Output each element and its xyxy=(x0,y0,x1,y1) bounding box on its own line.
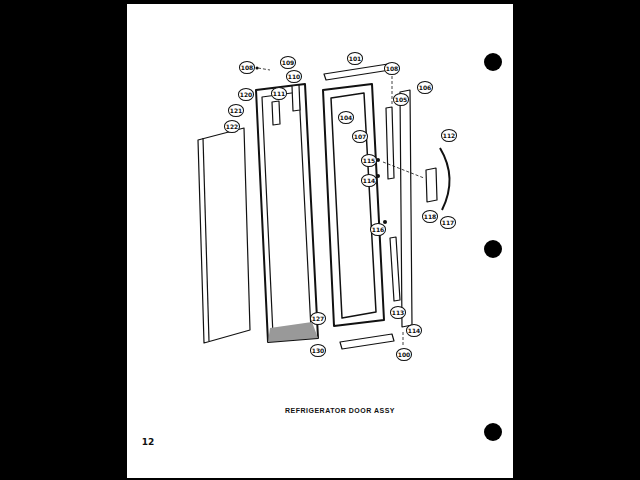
callout-number: 115 xyxy=(361,154,378,167)
callout-number: 110 xyxy=(286,70,303,83)
callout-number: 107 xyxy=(352,130,369,143)
callout-number: 113 xyxy=(390,306,407,319)
callout-number: 108 xyxy=(239,61,256,74)
callout-number: 116 xyxy=(370,223,387,236)
callout-number: 109 xyxy=(280,56,297,69)
callout-number: 120 xyxy=(238,88,255,101)
callout-number: 121 xyxy=(228,104,245,117)
callout-number: 105 xyxy=(393,93,410,106)
callout-number: 118 xyxy=(422,210,439,223)
callout-number: 122 xyxy=(224,120,241,133)
callout-number: 100 xyxy=(396,348,413,361)
callout-number: 101 xyxy=(347,52,364,65)
callout-number: 114 xyxy=(361,174,378,187)
callout-number: 112 xyxy=(441,129,458,142)
callout-number: 117 xyxy=(440,216,457,229)
callout-number: 108 xyxy=(384,62,401,75)
diagram-title: REFRIGERATOR DOOR ASSY xyxy=(285,407,395,414)
callout-number: 106 xyxy=(417,81,434,94)
page-number: 12 xyxy=(142,437,155,447)
callout-number: 104 xyxy=(338,111,355,124)
callout-number: 130 xyxy=(310,344,327,357)
callout-number: 114 xyxy=(406,324,423,337)
callout-number: 127 xyxy=(310,312,327,325)
callout-number: 111 xyxy=(271,87,288,100)
